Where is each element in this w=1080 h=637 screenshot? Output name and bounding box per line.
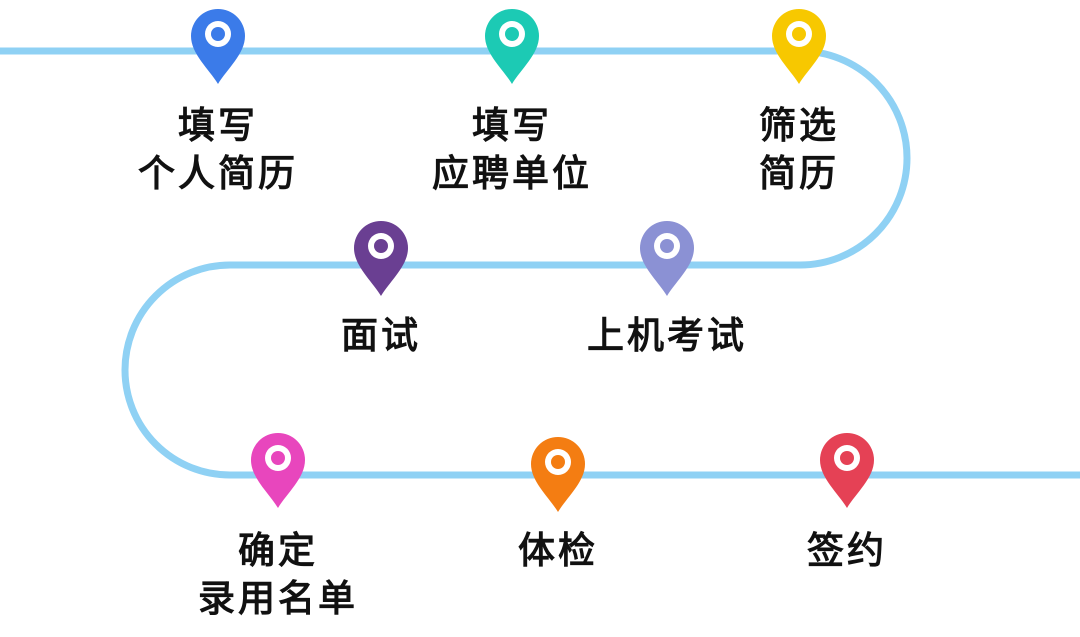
step-label-line: 录用名单 — [198, 577, 358, 620]
step-label-step-7: 体检 — [518, 527, 598, 575]
step-label-line: 体检 — [518, 529, 598, 572]
map-pin-icon — [354, 221, 408, 296]
map-pin-icon — [640, 221, 694, 296]
process-path-line — [0, 47, 1080, 479]
step-label-line: 简历 — [759, 152, 839, 195]
map-pin-icon — [531, 437, 585, 512]
map-pin-dot — [271, 451, 285, 465]
step-label-line: 筛选 — [759, 104, 839, 147]
map-pin-dot — [660, 239, 674, 253]
map-pin-dot — [211, 27, 225, 41]
map-pin-icon — [772, 9, 826, 84]
map-pin-icon — [251, 433, 305, 508]
step-label-line: 应聘单位 — [432, 152, 592, 195]
step-label-line: 确定 — [238, 529, 318, 572]
step-label-step-1: 填写个人简历 — [138, 102, 298, 198]
step-label-step-2: 填写应聘单位 — [432, 102, 592, 198]
step-label-line: 上机考试 — [587, 314, 747, 357]
step-label-step-8: 签约 — [807, 527, 887, 575]
map-pin-icon — [191, 9, 245, 84]
map-pin-icon — [820, 433, 874, 508]
step-label-line: 填写 — [178, 104, 258, 147]
map-pin-dot — [551, 455, 565, 469]
step-label-step-3: 筛选简历 — [759, 102, 839, 198]
step-label-step-5: 面试 — [341, 312, 421, 360]
map-pin-dot — [840, 451, 854, 465]
step-markers — [191, 9, 874, 512]
map-pin-dot — [374, 239, 388, 253]
map-pin-dot — [792, 27, 806, 41]
step-label-step-4: 上机考试 — [587, 312, 747, 360]
step-label-step-6: 确定录用名单 — [198, 527, 358, 623]
map-pin-dot — [505, 27, 519, 41]
step-label-line: 面试 — [341, 314, 421, 357]
step-label-line: 签约 — [807, 529, 887, 572]
map-pin-icon — [485, 9, 539, 84]
step-label-line: 个人简历 — [138, 152, 298, 195]
step-label-line: 填写 — [472, 104, 552, 147]
